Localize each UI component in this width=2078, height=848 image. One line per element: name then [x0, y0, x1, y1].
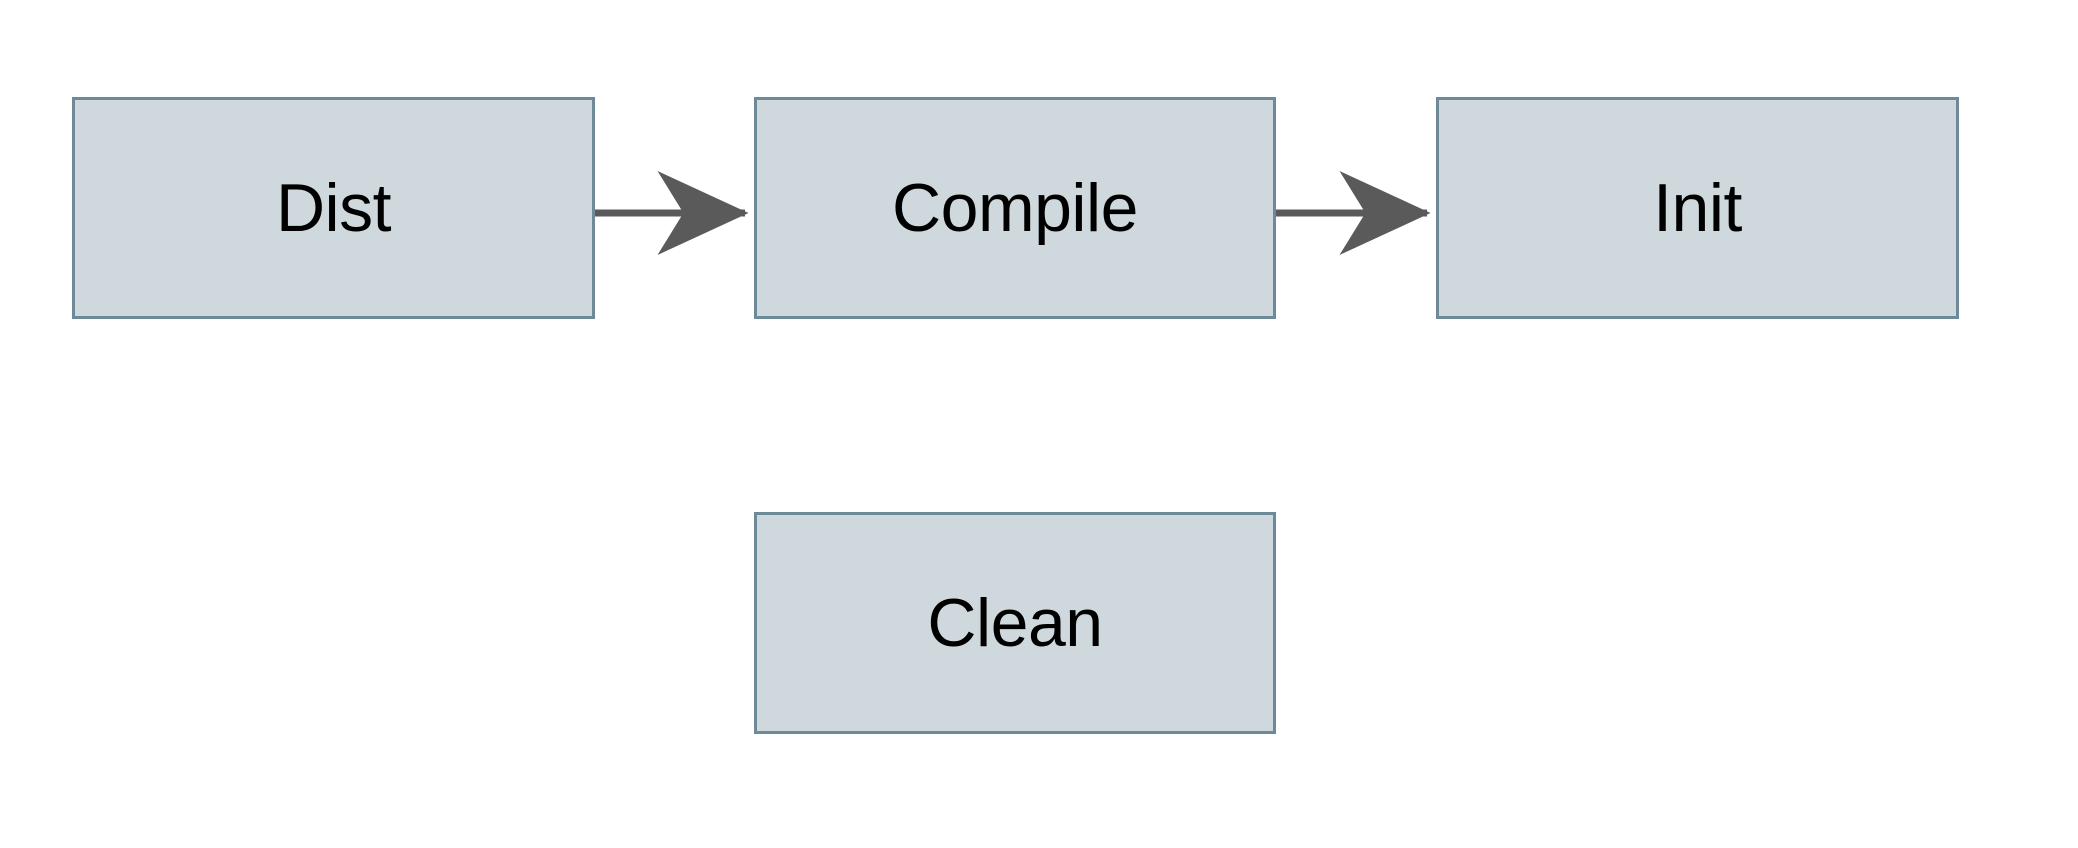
node-label-init: Init [1653, 170, 1742, 246]
node-label-clean: Clean [927, 585, 1103, 661]
node-clean[interactable]: Clean [754, 512, 1276, 734]
node-label-compile: Compile [892, 170, 1138, 246]
node-dist[interactable]: Dist [72, 97, 595, 319]
node-compile[interactable]: Compile [754, 97, 1276, 319]
node-init[interactable]: Init [1436, 97, 1959, 319]
node-label-dist: Dist [275, 170, 392, 246]
